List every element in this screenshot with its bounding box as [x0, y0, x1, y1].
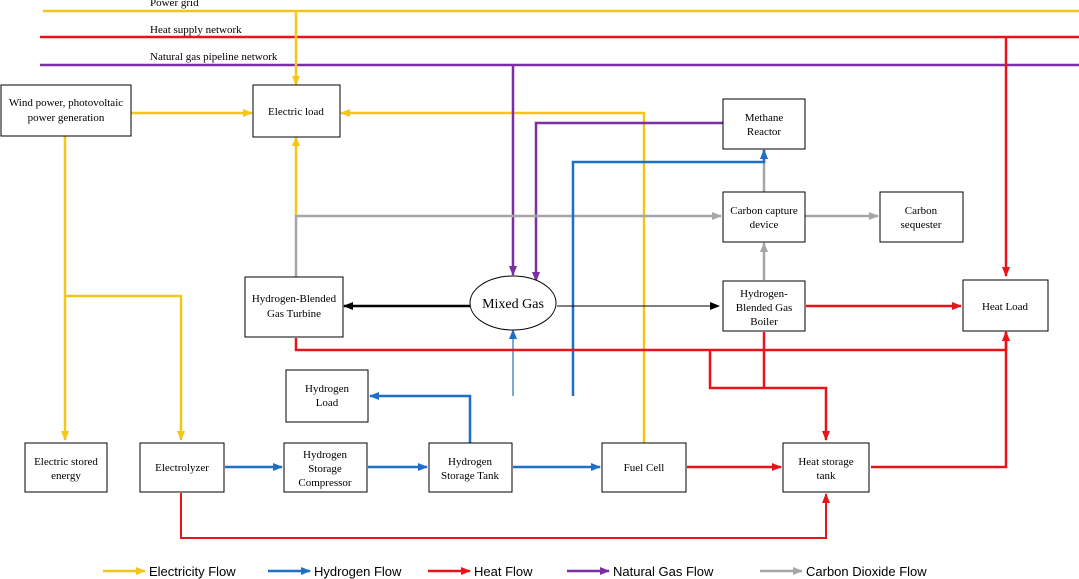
gas-turbine-label-line2: Gas Turbine	[267, 308, 321, 320]
fuel-cell-label: Fuel Cell	[624, 462, 665, 474]
hydrogen-load-label-line1: Hydrogen	[305, 383, 349, 395]
methane-reactor-node: Methane Reactor	[722, 98, 806, 150]
heat-storage-label-line1: Heat storage	[798, 456, 853, 468]
fuel-cell-node: Fuel Cell	[601, 442, 687, 493]
fuelcell-to-electric-load-flow	[340, 109, 646, 443]
turbine-to-capture-flow	[294, 212, 722, 277]
carbon-capture-label-line2: device	[750, 219, 779, 231]
electric-storage-node: Electric stored energy	[24, 442, 108, 493]
renewables-label-line2: power generation	[28, 112, 105, 124]
legend-item-electricity: Electricity Flow	[103, 564, 236, 579]
natural-gas-flows	[509, 65, 723, 282]
gas-pipeline-label: Natural gas pipeline network	[150, 51, 278, 63]
electric-storage-label-line1: Electric stored	[34, 456, 98, 468]
legend-item-heat: Heat Flow	[428, 564, 533, 579]
legend-carbon-dioxide-label: Carbon Dioxide Flow	[806, 564, 927, 579]
heat-to-storage-flow	[708, 350, 830, 441]
methane-reactor-label-line2: Reactor	[747, 126, 782, 138]
heat-supply-label: Heat supply network	[150, 24, 242, 36]
h2-tank-label-line1: Hydrogen	[448, 456, 492, 468]
carbon-sequester-node: Carbon sequester	[879, 191, 964, 243]
heat-storage-label-line2: tank	[817, 470, 836, 482]
legend-electricity-label: Electricity Flow	[149, 564, 236, 579]
h2-compressor-label-line2: Storage	[308, 463, 342, 475]
hydrogen-load-node: Hydrogen Load	[285, 369, 369, 423]
carbon-sequester-label-line2: sequester	[901, 219, 942, 231]
gas-turbine-node: Hydrogen-Blended Gas Turbine	[244, 276, 344, 338]
renewables-to-electrolyzer-flow	[65, 294, 185, 441]
heat-load-node: Heat Load	[962, 279, 1049, 332]
legend-heat-label: Heat Flow	[474, 564, 533, 579]
gas-boiler-node: Hydrogen- Blended Gas Boiler	[722, 280, 806, 332]
electrolyzer-node: Electrolyzer	[139, 442, 225, 493]
electrolyzer-label: Electrolyzer	[155, 462, 209, 474]
h2-tank-label-line2: Storage Tank	[441, 470, 499, 482]
h2-compressor-node: Hydrogen Storage Compressor	[283, 442, 368, 493]
h2-tank-node: Hydrogen Storage Tank	[428, 442, 513, 493]
legend-item-natural-gas: Natural Gas Flow	[567, 564, 714, 579]
storage-to-heat-load-flow	[871, 331, 1010, 469]
hydrogen-flows	[225, 149, 768, 471]
turbine-to-heat-load-flow	[294, 331, 1010, 352]
power-grid-label: Power grid	[150, 0, 199, 9]
gas-boiler-label-line3: Boiler	[750, 316, 778, 328]
renewables-label-line1: Wind power, photovoltaic	[9, 97, 123, 109]
hydrogen-load-label-line2: Load	[316, 397, 339, 409]
h2-compressor-label-line1: Hydrogen	[303, 449, 347, 461]
electrolyzer-to-storage-flow	[180, 493, 830, 539]
renewables-node: Wind power, photovoltaic power generatio…	[0, 84, 132, 137]
electricity-flows	[61, 11, 646, 443]
gas-boiler-label-line1: Hydrogen-	[740, 288, 788, 300]
electric-load-node: Electric load	[252, 84, 341, 138]
legend-hydrogen-label: Hydrogen Flow	[314, 564, 402, 579]
heat-storage-node: Heat storage tank	[782, 442, 870, 493]
legend: Electricity Flow Hydrogen Flow Heat Flow…	[103, 564, 927, 579]
gas-boiler-label-line2: Blended Gas	[736, 302, 793, 314]
network-lines: Power grid Heat supply network Natural g…	[40, 0, 1079, 67]
electric-storage-label-line2: energy	[51, 470, 81, 482]
legend-item-hydrogen: Hydrogen Flow	[268, 564, 402, 579]
mixed-gas-node: Mixed Gas	[469, 275, 557, 331]
gas-turbine-label-line1: Hydrogen-Blended	[252, 293, 337, 305]
carbon-capture-label-line1: Carbon capture	[730, 205, 798, 217]
carbon-capture-node: Carbon capture device	[722, 191, 806, 243]
methane-reactor-label-line1: Methane	[745, 112, 784, 124]
mixed-gas-label: Mixed Gas	[482, 297, 544, 312]
electric-load-label: Electric load	[268, 106, 324, 118]
carbon-sequester-label-line1: Carbon	[905, 205, 938, 217]
tank-to-hydrogen-load-flow	[369, 392, 472, 443]
methane-to-mixed-gas-flow	[532, 121, 723, 282]
tank-to-methane-flow	[571, 149, 768, 396]
heat-load-label: Heat Load	[982, 301, 1029, 313]
legend-natural-gas-label: Natural Gas Flow	[613, 564, 714, 579]
heat-flows	[180, 37, 1010, 539]
h2-compressor-label-line3: Compressor	[298, 477, 352, 489]
legend-item-carbon-dioxide: Carbon Dioxide Flow	[760, 564, 927, 579]
